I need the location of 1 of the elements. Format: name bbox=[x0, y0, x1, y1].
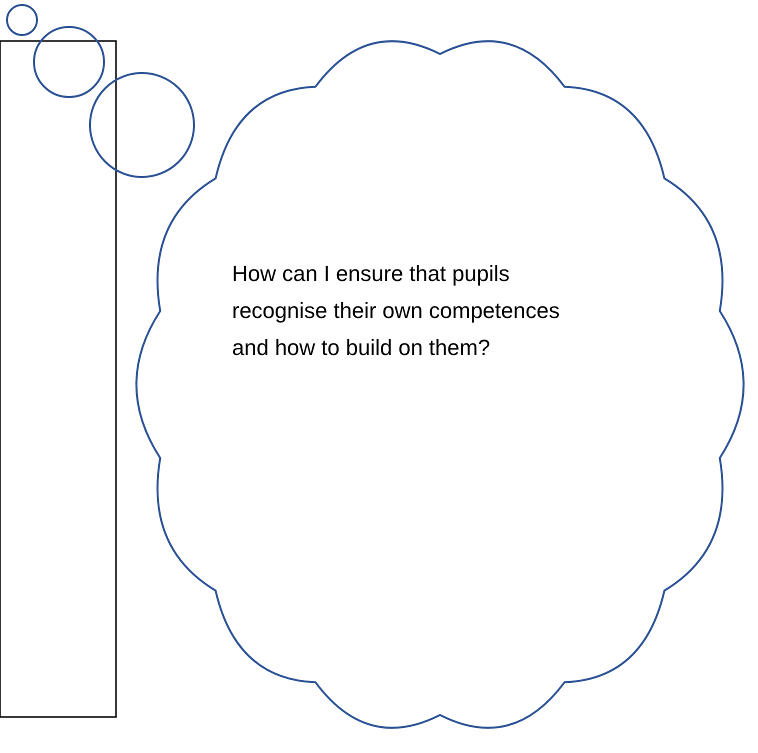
thought-text: How can I ensure that pupils recognise their own competences and how to build on them? bbox=[232, 260, 561, 362]
